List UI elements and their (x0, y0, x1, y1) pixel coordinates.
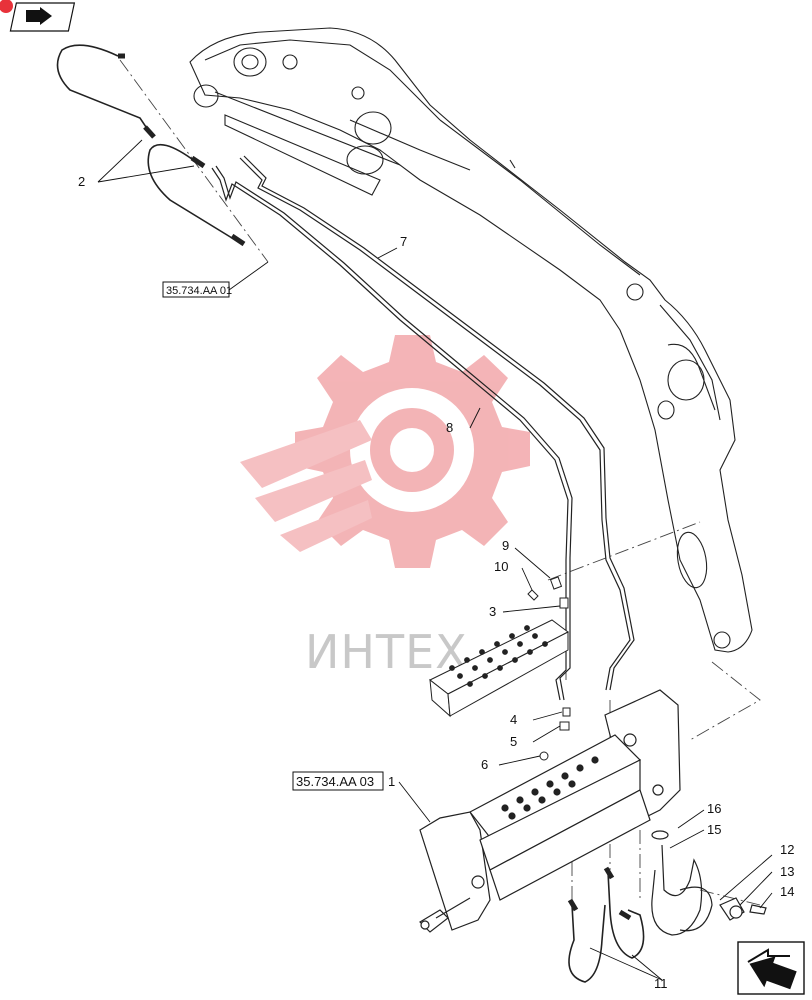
callout-10: 10 (494, 559, 508, 574)
reference-box-coupler[interactable]: 35.734.AA 03 (292, 771, 384, 791)
fasteners (527, 576, 571, 761)
callout-2: 2 (78, 174, 85, 189)
reference-box-top[interactable]: 35.734.AA 01 (162, 281, 232, 298)
reference-label-top: 35.734.AA 01 (166, 285, 232, 297)
callout-12: 12 (780, 842, 794, 857)
hydraulic-hose-11 (567, 866, 645, 983)
callout-1: 1 (388, 774, 395, 789)
page-back-arrow-icon[interactable] (0, 0, 76, 32)
callout-15: 15 (707, 822, 721, 837)
hose-handle-assembly (651, 830, 767, 936)
callout-9: 9 (502, 538, 509, 553)
page-forward-arrow-icon[interactable] (737, 941, 805, 996)
loader-boom-arm (189, 27, 753, 653)
callout-7: 7 (400, 234, 407, 249)
leader-lines (97, 139, 773, 981)
callout-3: 3 (489, 604, 496, 619)
watermark-logo (240, 335, 530, 568)
callout-11: 11 (654, 976, 668, 991)
callout-14: 14 (780, 884, 794, 899)
hydraulic-hose-upper (56, 44, 246, 247)
steel-tube-7 (239, 155, 635, 691)
reference-label-coupler: 35.734.AA 03 (296, 774, 374, 789)
step-plate (429, 619, 569, 718)
callout-4: 4 (510, 712, 517, 727)
callout-5: 5 (510, 734, 517, 749)
callout-13: 13 (780, 864, 794, 879)
watermark-text: ИНТЕХ (305, 625, 468, 679)
quick-coupler-frame (419, 689, 681, 933)
callout-8: 8 (446, 420, 453, 435)
callout-6: 6 (481, 757, 488, 772)
callout-16: 16 (707, 801, 721, 816)
